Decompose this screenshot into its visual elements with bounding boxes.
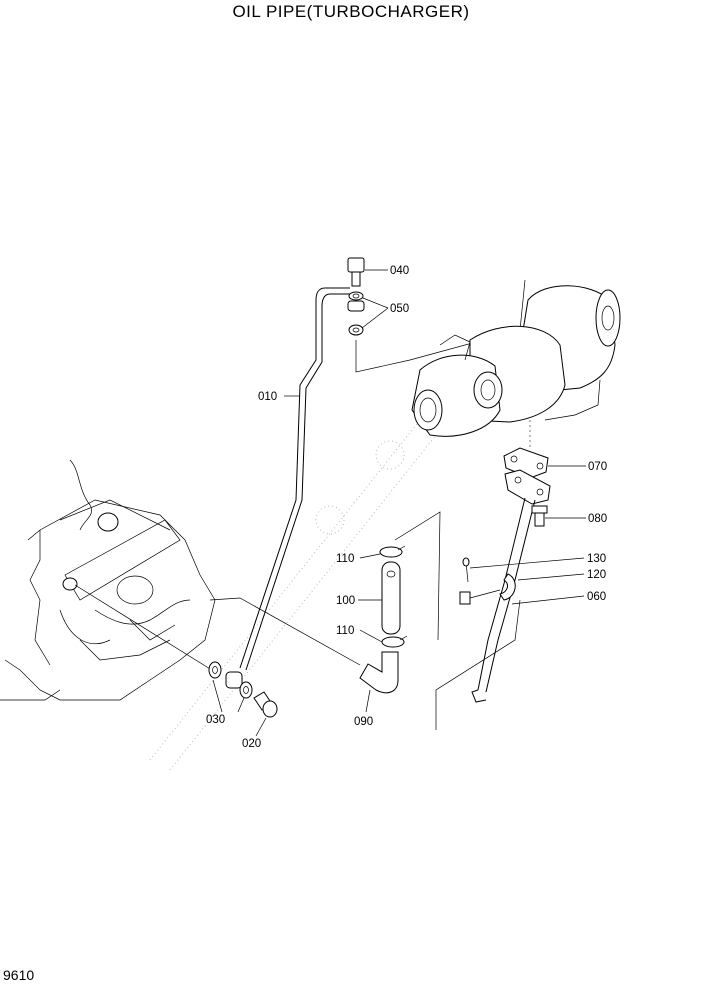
bracket-clip bbox=[459, 557, 516, 605]
banjo-bolt-040 bbox=[347, 257, 365, 287]
page-title: OIL PIPE(TURBOCHARGER) bbox=[232, 2, 470, 21]
oil-feed-pipe bbox=[239, 287, 350, 671]
callout-040: 040 bbox=[390, 265, 409, 277]
callout-080: 080 bbox=[588, 513, 607, 525]
callout-090: 090 bbox=[354, 716, 373, 728]
callout-110-lower: 110 bbox=[336, 625, 354, 637]
callout-070: 070 bbox=[588, 461, 607, 473]
callout-120: 120 bbox=[587, 569, 606, 581]
callout-030: 030 bbox=[206, 714, 225, 726]
page-number: 9610 bbox=[3, 967, 35, 983]
callout-130: 130 bbox=[587, 553, 606, 565]
leader-lines bbox=[212, 269, 586, 737]
turbocharger bbox=[355, 279, 621, 450]
callout-060: 060 bbox=[587, 591, 606, 603]
return-pipe bbox=[471, 447, 551, 703]
callout-100: 100 bbox=[336, 595, 355, 607]
watermark bbox=[149, 419, 441, 771]
callout-010: 010 bbox=[258, 391, 277, 403]
drain-hose bbox=[359, 545, 408, 694]
callout-050: 050 bbox=[390, 303, 409, 315]
callout-020: 020 bbox=[242, 738, 261, 750]
callout-110-upper: 110 bbox=[336, 553, 354, 565]
gaskets-050 bbox=[347, 291, 365, 336]
engine-block bbox=[0, 459, 361, 701]
lower-fitting bbox=[208, 661, 278, 718]
drain-group-frame bbox=[394, 511, 521, 730]
